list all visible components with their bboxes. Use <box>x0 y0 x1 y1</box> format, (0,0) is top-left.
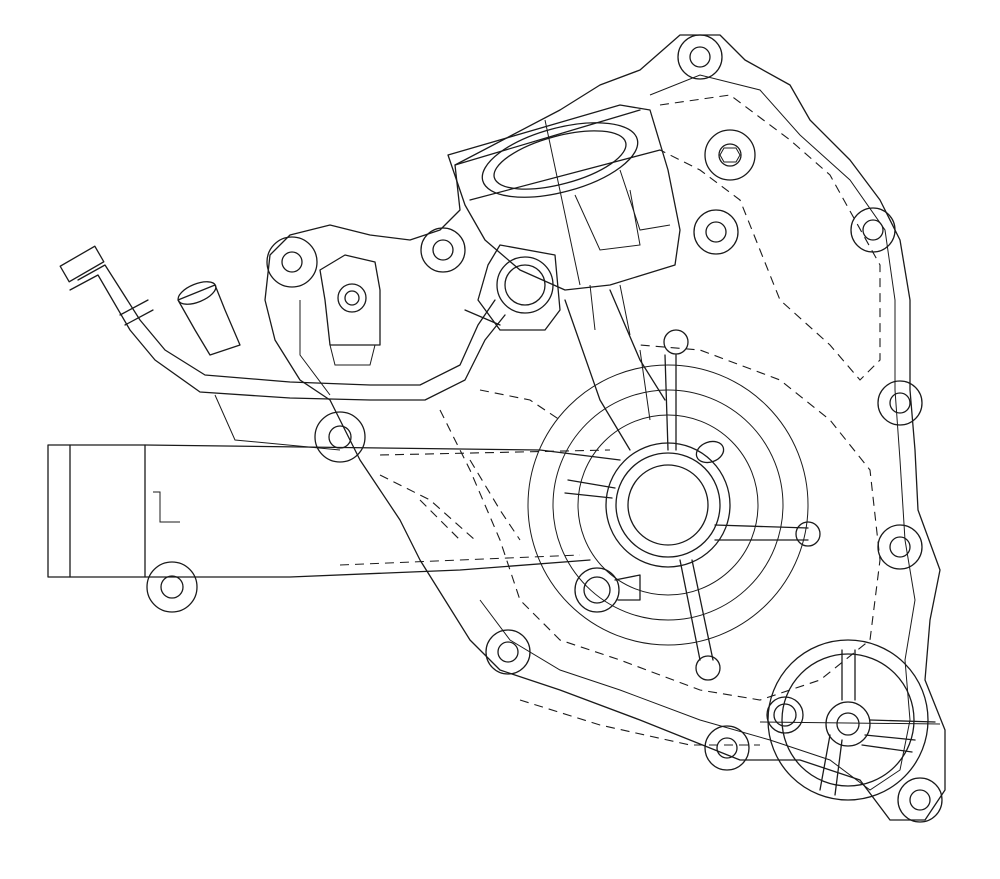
inlet-dashed-passage-2 <box>339 554 581 566</box>
bolt-boss-left-top <box>266 236 318 288</box>
inlet-dashed-slots <box>379 459 521 541</box>
small-nipple <box>177 281 241 356</box>
bolt-boss-mid <box>693 209 739 255</box>
bypass-tube <box>59 245 506 401</box>
housing-inner-outline <box>479 74 916 791</box>
sensor-boss <box>319 254 381 366</box>
outer-channel-dashed <box>439 344 881 701</box>
bolt-boss-upper-right <box>704 129 756 181</box>
thermostat-housing <box>447 104 681 291</box>
hub-port <box>574 567 641 613</box>
inlet-pipe <box>47 444 621 578</box>
housing-strut <box>564 289 666 451</box>
pulley-boss <box>759 639 941 801</box>
inlet-dashed-passage <box>379 449 611 456</box>
bolt-boss-left-mid <box>420 227 466 273</box>
interior-channel-dashed <box>659 94 881 381</box>
bolt-boss-right-1 <box>850 207 896 253</box>
bolt-boss-right-2 <box>877 380 923 426</box>
bolt-boss-inlet <box>146 561 198 613</box>
bolt-boss-bottom <box>704 725 750 771</box>
housing-strut-2 <box>589 284 631 336</box>
impeller-vanes <box>564 329 821 681</box>
bolt-boss-right-3 <box>877 524 923 570</box>
hub-slot <box>695 440 725 464</box>
housing-contour-left-2 <box>299 300 331 396</box>
lower-channel-dashed <box>519 699 760 746</box>
housing-outline <box>264 34 946 821</box>
bolt-boss-bottom-right <box>897 777 943 823</box>
bolt-boss-top <box>677 34 723 80</box>
impeller-hub <box>527 364 809 646</box>
elbow-fitting <box>477 244 561 331</box>
housing-contour-mid <box>479 389 561 421</box>
housing-contour-left <box>214 394 341 451</box>
bolt-boss-lower-left <box>485 629 531 675</box>
